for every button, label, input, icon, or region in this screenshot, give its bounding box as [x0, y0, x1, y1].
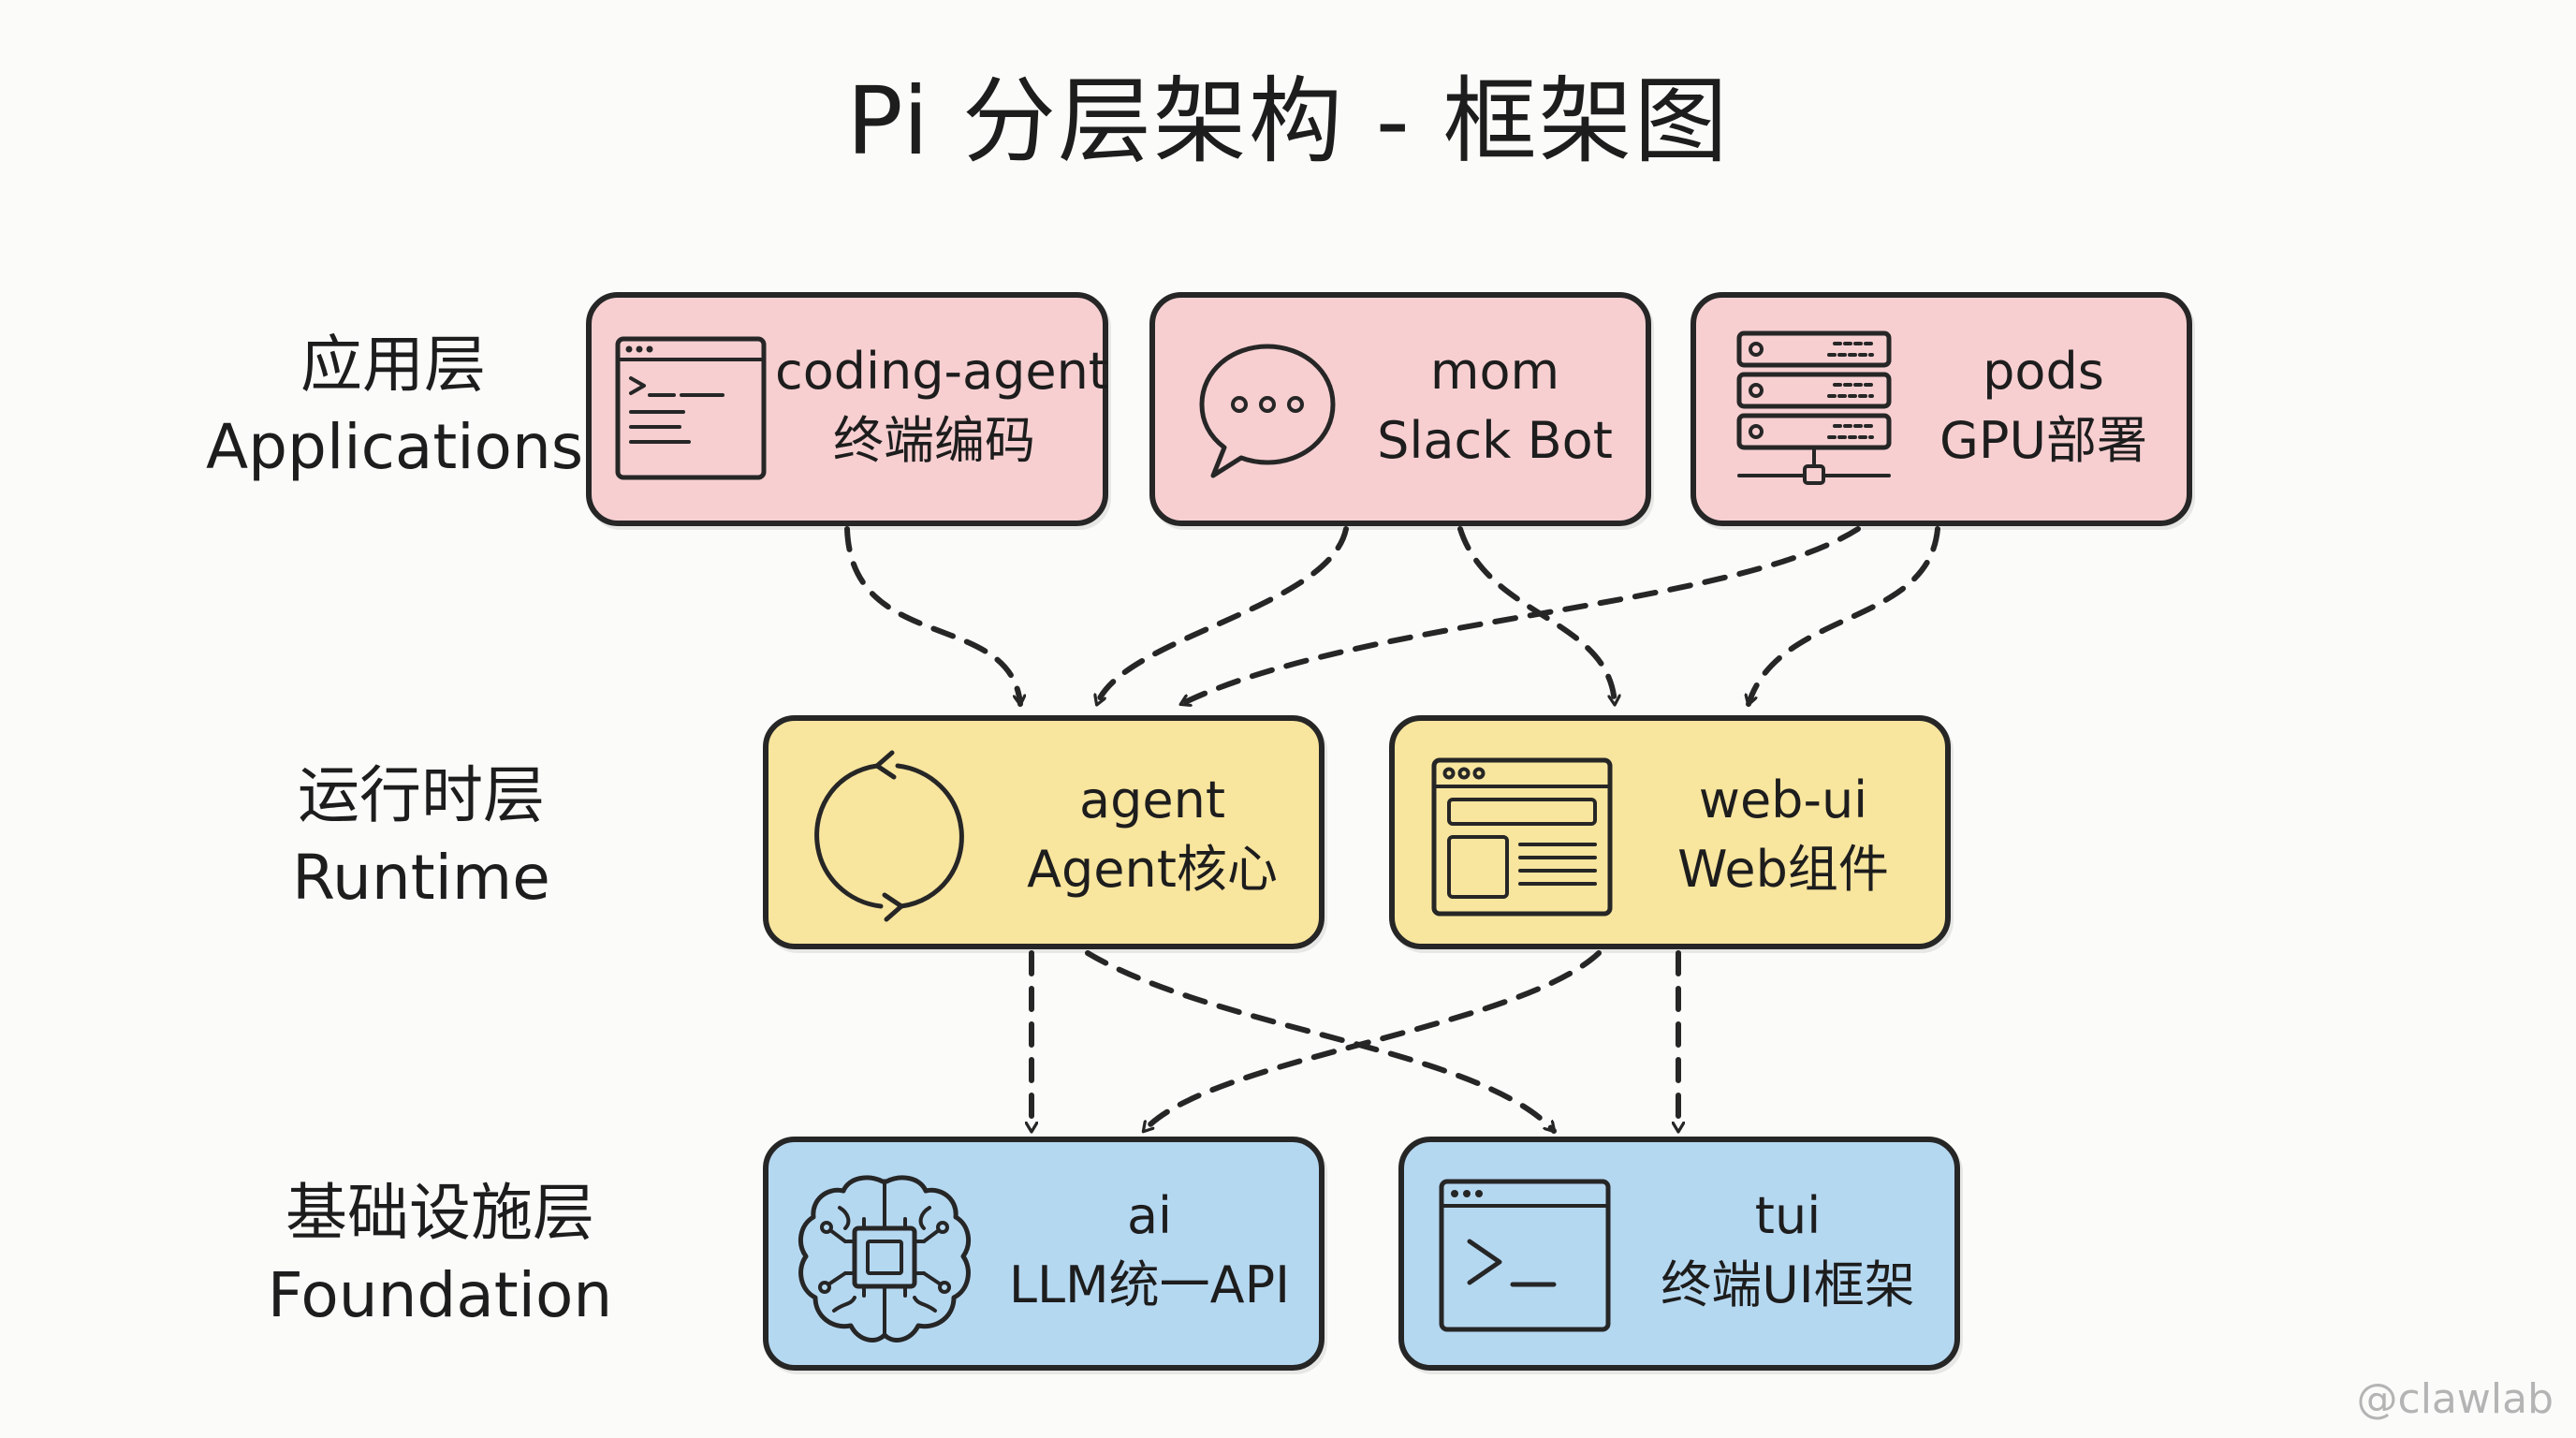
- arrow-pods-to-agent: [1178, 526, 1861, 704]
- watermark: @clawlab: [2356, 1375, 2554, 1423]
- node-ai[interactable]: ai LLM统一API: [763, 1137, 1325, 1371]
- node-text: agent Agent核心: [993, 766, 1311, 904]
- node-desc: Slack Bot: [1377, 411, 1613, 470]
- node-name: web-ui: [1698, 770, 1868, 829]
- node-tui[interactable]: tui 终端UI框架: [1398, 1137, 1960, 1371]
- node-agent[interactable]: agent Agent核心: [763, 715, 1325, 949]
- node-desc: GPU部署: [1939, 411, 2147, 470]
- arrow-web-ui-to-ai: [1141, 950, 1602, 1134]
- node-mom[interactable]: mom Slack Bot: [1149, 292, 1651, 526]
- chat-bubble-icon: [1199, 344, 1336, 478]
- node-desc: 终端UI框架: [1661, 1255, 1915, 1314]
- arrow-agent-to-tui: [1085, 950, 1557, 1134]
- node-text: pods GPU部署: [1908, 337, 2179, 476]
- terminal-prompt-icon: [1439, 1179, 1611, 1332]
- node-desc: LLM统一API: [1008, 1255, 1291, 1314]
- arrow-mom-to-agent: [1097, 526, 1349, 707]
- node-name: pods: [1983, 342, 2104, 401]
- node-desc: Agent核心: [1027, 840, 1278, 899]
- node-desc: Web组件: [1677, 840, 1889, 899]
- node-name: tui: [1754, 1186, 1822, 1245]
- node-pods[interactable]: pods GPU部署: [1690, 292, 2192, 526]
- layer-label-zh: 基础设施层: [285, 1177, 594, 1249]
- layer-label-runtime: 运行时层 Runtime: [234, 755, 608, 919]
- ai-brain-chip-icon: [798, 1175, 972, 1343]
- layer-label-en: Applications: [206, 411, 584, 483]
- browser-window-icon: [1431, 757, 1613, 917]
- node-desc: 终端编码: [833, 411, 1035, 470]
- terminal-window-icon: [615, 336, 767, 480]
- layer-label-foundation: 基础设施层 Foundation: [248, 1172, 632, 1337]
- arrow-mom-to-web-ui: [1457, 526, 1615, 707]
- node-name: coding-agent: [775, 342, 1108, 401]
- diagram-title: Pi 分层架构 - 框架图: [846, 66, 1730, 176]
- arrow-coding-agent-to-agent: [844, 526, 1020, 707]
- server-rack-icon: [1736, 330, 1892, 485]
- node-coding-agent[interactable]: coding-agent 终端编码: [586, 292, 1108, 526]
- node-text: ai LLM统一API: [986, 1181, 1313, 1320]
- arrow-pods-to-web-ui: [1749, 526, 1940, 707]
- layer-label-en: Foundation: [267, 1259, 613, 1331]
- node-name: ai: [1126, 1186, 1173, 1245]
- layer-label-zh: 应用层: [300, 329, 486, 401]
- layer-label-applications: 应用层 Applications: [206, 324, 584, 489]
- node-name: agent: [1079, 770, 1225, 829]
- refresh-cycle-icon: [814, 750, 964, 922]
- node-text: coding-agent 终端编码: [775, 337, 1108, 476]
- layer-label-en: Runtime: [292, 842, 550, 914]
- node-text: tui 终端UI框架: [1629, 1181, 1947, 1320]
- node-text: web-ui Web组件: [1629, 766, 1938, 904]
- node-web-ui[interactable]: web-ui Web组件: [1389, 715, 1951, 949]
- layer-label-zh: 运行时层: [298, 759, 545, 831]
- node-text: mom Slack Bot: [1352, 337, 1638, 476]
- node-name: mom: [1429, 342, 1560, 401]
